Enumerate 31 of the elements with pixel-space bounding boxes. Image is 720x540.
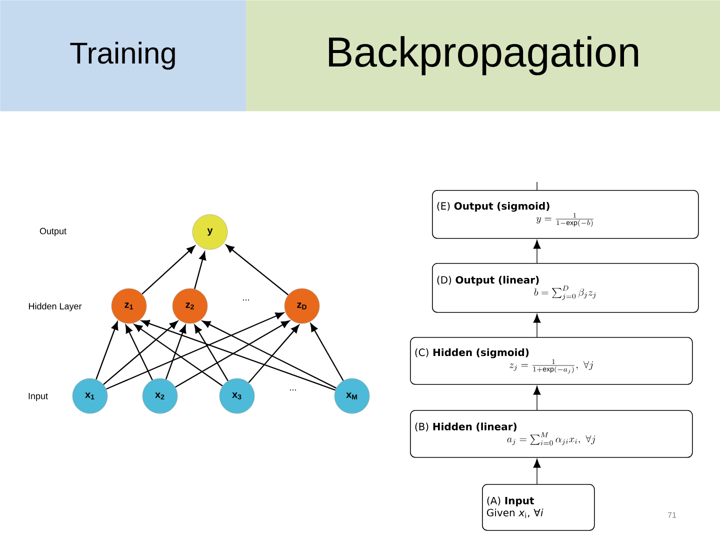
arrow [533,386,541,410]
arrow [142,246,196,294]
arrow [533,240,541,264]
layer-box: (A) Input Given x$_{i}$, ∀i [482,484,595,531]
layer-box: (B) Hidden (linear) $a_j = \sum_{i=0}^{M} \alpha_{ji} x_i,\ \forall j$ [410,410,693,458]
arrow [96,322,118,380]
arrow [533,458,541,484]
arrow [103,320,178,385]
arrow [310,323,344,381]
row-label: Hidden Layer [28,302,82,312]
layer-box: (D) Output (linear) $b = \sum_{j=0}^{D} \beta_j z_j$ [432,263,699,313]
page-number: 71 [668,512,676,518]
header-band: Training [0,0,246,112]
arrow [141,320,336,391]
layer-box: (C) Hidden (sigmoid) $z_j = \frac{1}{1+\exp(-a_j)},\ \forall j$ [410,337,693,385]
row-label: Output [40,228,66,236]
arrow [194,324,228,382]
arrow [202,320,336,389]
arrow [175,320,290,388]
row-label: Input [28,392,48,402]
arrow [533,314,541,338]
header-band: Backpropagation [246,0,720,112]
arrow [226,244,289,296]
arrow [194,252,206,290]
arrow [248,324,300,384]
arrow [125,324,153,380]
layer-box: (E) Output (sigmoid) $y = \frac{1}{1-\exp(-b)}$ [432,190,699,239]
arrow [134,324,223,386]
arrow [165,324,186,380]
connector-line [536,182,538,190]
arrow [106,312,284,390]
